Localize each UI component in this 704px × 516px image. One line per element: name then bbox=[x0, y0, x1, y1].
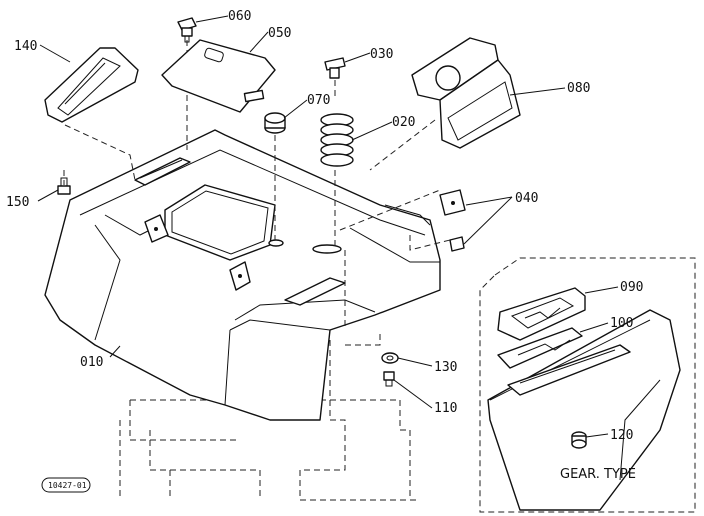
label-090: 090 bbox=[620, 280, 643, 295]
reference-code-badge: 10427-01 bbox=[41, 477, 91, 493]
label-100: 100 bbox=[610, 316, 633, 331]
part-020-spring bbox=[320, 113, 354, 167]
label-110: 110 bbox=[434, 401, 457, 416]
label-150: 150 bbox=[6, 195, 29, 210]
label-130: 130 bbox=[434, 360, 457, 375]
part-120-nut bbox=[571, 431, 587, 449]
gear-type-inset: GEAR. TYPE bbox=[479, 257, 696, 513]
reference-code: 10427-01 bbox=[48, 481, 87, 490]
label-030: 030 bbox=[370, 47, 393, 62]
label-040: 040 bbox=[515, 191, 538, 206]
part-100-plate bbox=[497, 327, 583, 369]
label-050: 050 bbox=[268, 26, 291, 41]
label-080: 080 bbox=[567, 81, 590, 96]
label-060: 060 bbox=[228, 9, 251, 24]
part-040-brackets bbox=[439, 189, 466, 252]
frame-outline bbox=[119, 399, 420, 501]
part-030-bolt bbox=[324, 57, 346, 79]
part-090-boot bbox=[497, 287, 586, 341]
label-010: 010 bbox=[80, 355, 103, 370]
callout-labels: 140 060 050 030 070 020 080 040 150 010 … bbox=[6, 9, 643, 443]
label-070: 070 bbox=[307, 93, 330, 108]
part-060-clip bbox=[177, 17, 197, 43]
part-050-lid bbox=[161, 39, 276, 113]
part-080-box bbox=[411, 37, 521, 149]
callout-leaders bbox=[37, 15, 619, 438]
part-140-cover bbox=[44, 47, 139, 123]
part-110-bolt bbox=[383, 371, 395, 387]
label-140: 140 bbox=[14, 39, 37, 54]
part-130-nut bbox=[381, 352, 399, 364]
label-020: 020 bbox=[392, 115, 415, 130]
part-070-grommet bbox=[264, 112, 286, 134]
hood-010 bbox=[44, 129, 441, 421]
gear-type-label: GEAR. TYPE bbox=[560, 467, 636, 482]
label-120: 120 bbox=[610, 428, 633, 443]
assembly-lines bbox=[63, 40, 581, 430]
